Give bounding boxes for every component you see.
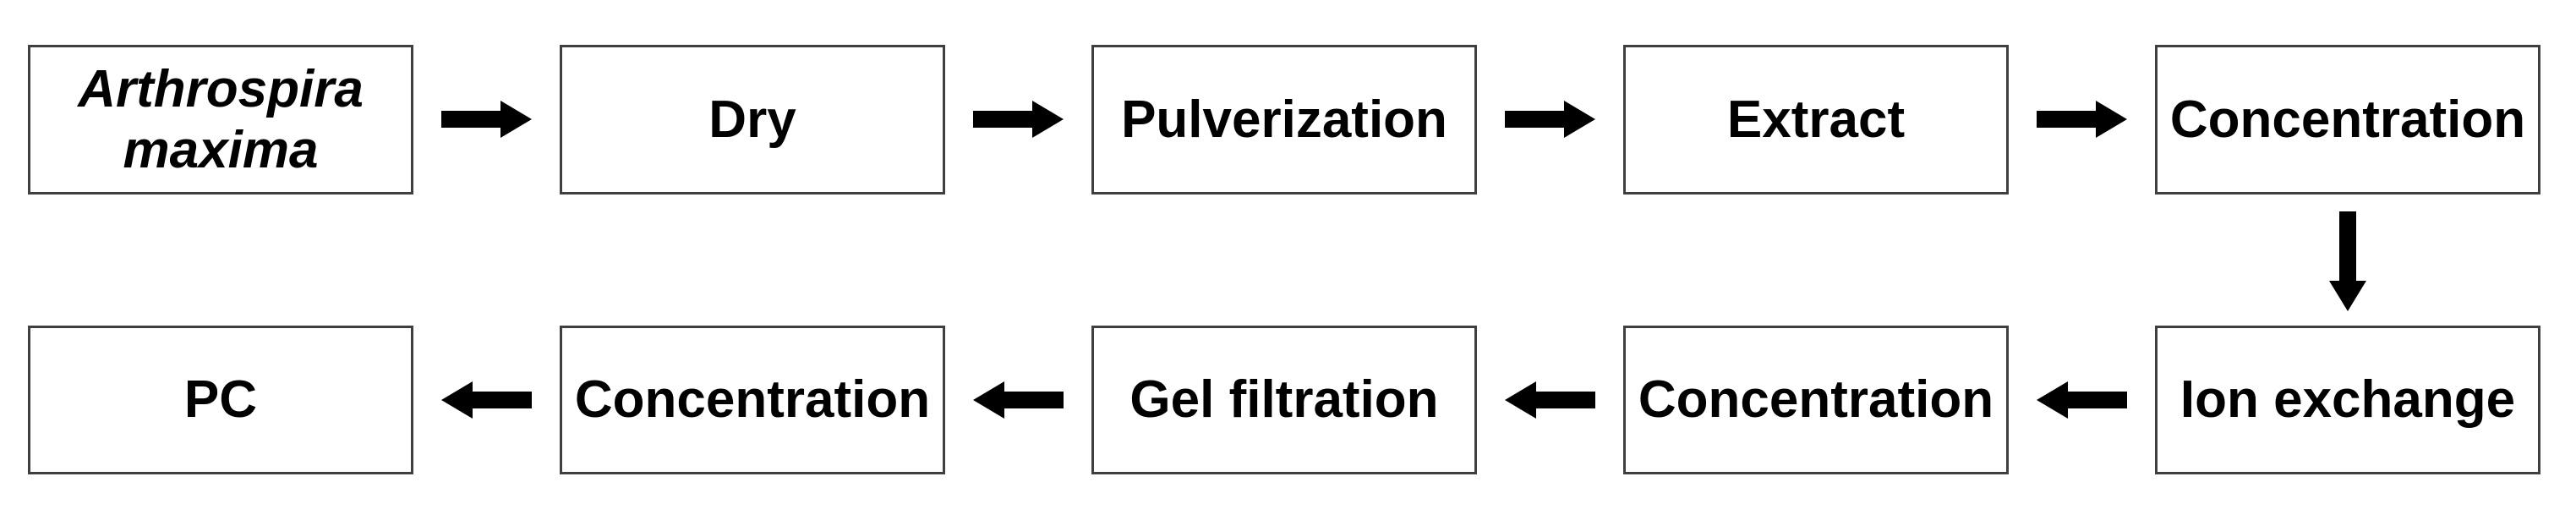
node-label: Concentration — [1638, 370, 1994, 430]
node-dry: Dry — [560, 45, 945, 195]
node-ion-exchange: Ion exchange — [2155, 326, 2540, 474]
node-arthrospira-maxima: Arthrospira maxima — [28, 45, 413, 195]
node-label: Pulverization — [1121, 90, 1447, 149]
arrow-shaft — [1003, 392, 1064, 408]
node-pulverization: Pulverization — [1091, 45, 1477, 195]
arrow-shaft — [1505, 111, 1566, 128]
arrow-concentration-to-ion-exchange-icon — [2329, 211, 2366, 311]
arrow-ion-exchange-to-concentration-icon — [2037, 381, 2127, 419]
node-label: Extract — [1726, 90, 1906, 149]
arrow-shaft — [2339, 211, 2356, 282]
node-label: Ion exchange — [2179, 370, 2516, 430]
arrow-head — [1032, 101, 1064, 138]
arrow-shaft — [973, 111, 1034, 128]
arrow-head — [2096, 101, 2127, 138]
arrow-shaft — [441, 111, 502, 128]
node-label: Dry — [708, 90, 796, 149]
node-concentration-2: Concentration — [1623, 326, 2009, 474]
arrow-arthrospira-to-dry-icon — [441, 101, 532, 138]
node-label: PC — [183, 370, 258, 430]
arrow-dry-to-pulverization-icon — [973, 101, 1064, 138]
arrow-head — [2329, 281, 2366, 311]
node-label: Concentration — [574, 370, 931, 430]
arrow-head — [441, 381, 473, 419]
arrow-pulverization-to-extract-icon — [1505, 101, 1595, 138]
arrow-gel-filtration-to-concentration-icon — [973, 381, 1064, 419]
arrow-head — [1564, 101, 1595, 138]
arrow-head — [1505, 381, 1536, 419]
node-extract: Extract — [1623, 45, 2009, 195]
node-label: Concentration — [2169, 90, 2526, 149]
node-label-line: maxima — [123, 120, 319, 179]
arrow-head — [2037, 381, 2068, 419]
node-concentration-1: Concentration — [2155, 45, 2540, 195]
arrow-shaft — [2037, 111, 2097, 128]
arrow-concentration-to-gel-filtration-icon — [1505, 381, 1595, 419]
node-concentration-3: Concentration — [560, 326, 945, 474]
arrow-head — [973, 381, 1004, 419]
node-gel-filtration: Gel filtration — [1091, 326, 1477, 474]
arrow-shaft — [471, 392, 532, 408]
arrow-concentration-to-pc-icon — [441, 381, 532, 419]
arrow-shaft — [1534, 392, 1595, 408]
arrow-shaft — [2066, 392, 2127, 408]
arrow-extract-to-concentration-icon — [2037, 101, 2127, 138]
node-pc: PC — [28, 326, 413, 474]
arrow-head — [500, 101, 532, 138]
node-label-line: Arthrospira — [78, 59, 364, 118]
node-label: Gel filtration — [1129, 370, 1439, 430]
